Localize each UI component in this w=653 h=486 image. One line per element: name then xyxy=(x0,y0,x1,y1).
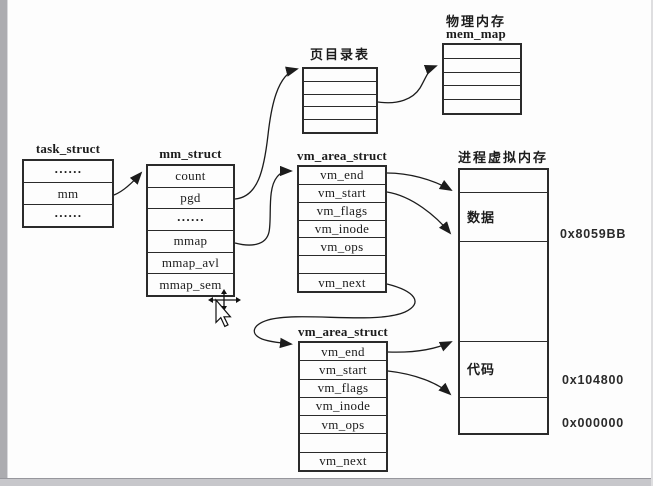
frame-left-edge xyxy=(0,0,8,486)
address-label: 0x104800 xyxy=(562,373,625,387)
table-row: mmap_sem xyxy=(148,273,233,295)
mem-map-title: mem_map xyxy=(446,26,506,41)
table-row: vm_flags xyxy=(299,201,385,220)
address-label: 0x8059BB xyxy=(560,227,627,241)
arrow-pgd-to-page-directory xyxy=(234,66,299,200)
table-row: vm_end xyxy=(320,167,364,183)
table-row xyxy=(444,99,520,113)
task-struct-title: task_struct xyxy=(35,141,101,156)
mm-struct-box: count pgd ······ mmap mmap_avl mmap_sem xyxy=(146,164,235,297)
table-row: count xyxy=(175,168,206,184)
arrow-vm-start-2-to-code-bottom xyxy=(387,370,452,396)
table-row: mmap_avl xyxy=(148,251,233,274)
task-struct-box: ······ mm ······ xyxy=(22,159,114,228)
table-row xyxy=(304,119,376,132)
table-row xyxy=(299,255,385,273)
segment-boundary xyxy=(460,192,547,193)
virtual-memory-title: 进程虚拟内存 xyxy=(457,150,548,165)
table-row xyxy=(444,45,520,58)
table-row xyxy=(444,71,520,86)
table-row: vm_next xyxy=(299,273,385,291)
table-row: mmap xyxy=(148,230,233,252)
table-row: vm_end xyxy=(321,343,365,359)
table-row: vm_inode xyxy=(300,396,386,415)
address-label: 0x000000 xyxy=(562,416,625,430)
arrow-page-directory-to-mem-map xyxy=(377,65,438,104)
table-row: mm xyxy=(24,182,112,204)
table-row: vm_inode xyxy=(299,219,385,238)
segment-boundary xyxy=(460,341,547,342)
table-row xyxy=(304,93,376,107)
mm-struct-title: mm_struct xyxy=(159,146,222,161)
table-row xyxy=(300,433,386,451)
pointer-arrow-icon xyxy=(215,298,232,328)
table-row xyxy=(304,69,376,81)
table-row xyxy=(444,57,520,72)
arrow-vm-end-1-to-data-top xyxy=(386,172,453,191)
table-row xyxy=(444,85,520,99)
table-row: vm_ops xyxy=(300,415,386,433)
vm-area-struct-2-title: vm_area_struct xyxy=(298,324,388,339)
vm-area-struct-1-box: vm_end vm_start vm_flags vm_inode vm_ops… xyxy=(297,165,387,293)
segment-boundary xyxy=(460,397,547,398)
code-segment-label: 代码 xyxy=(467,362,496,377)
table-row: vm_flags xyxy=(300,378,386,397)
page-directory-title: 页目录表 xyxy=(309,47,370,62)
vm-area-struct-2-box: vm_end vm_start vm_flags vm_inode vm_ops… xyxy=(298,341,388,472)
table-row: vm_ops xyxy=(299,237,385,255)
table-row: ······ xyxy=(148,208,233,230)
mem-map-box xyxy=(442,43,522,115)
physical-memory-title: 物理内存 xyxy=(446,14,507,29)
segment-boundary xyxy=(460,241,547,242)
frame-bottom-edge xyxy=(0,478,653,486)
data-segment-label: 数据 xyxy=(467,210,496,225)
table-row: ······ xyxy=(54,163,82,179)
table-row: ······ xyxy=(24,204,112,226)
table-row: vm_next xyxy=(300,451,386,470)
page-directory-box xyxy=(302,67,378,134)
table-row: vm_start xyxy=(300,360,386,378)
frame-right-edge xyxy=(651,0,653,486)
arrow-mm-to-mm-struct xyxy=(113,171,143,196)
table-row xyxy=(304,106,376,119)
arrow-mmap-to-vm-area-1 xyxy=(234,165,293,246)
arrow-vm-end-2-to-code-top xyxy=(387,341,453,353)
arrow-vm-start-1-to-data-bottom xyxy=(386,191,452,235)
table-row: vm_start xyxy=(299,183,385,202)
table-row: pgd xyxy=(148,186,233,209)
vm-area-struct-1-title: vm_area_struct xyxy=(297,148,387,163)
table-row xyxy=(304,80,376,94)
virtual-memory-box: 数据 代码 xyxy=(458,168,549,435)
